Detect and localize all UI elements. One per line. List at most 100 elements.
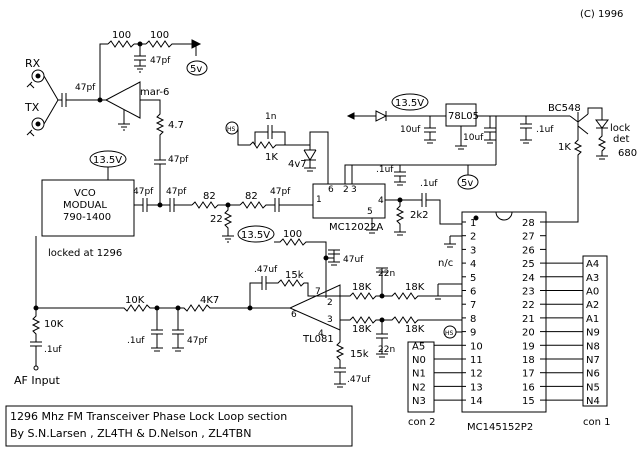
v135-op-oval xyxy=(237,225,275,243)
c-1uf-pre xyxy=(394,165,406,186)
con1-label: con 1 xyxy=(583,417,611,428)
v5-top-oval xyxy=(186,60,208,76)
r-22 xyxy=(222,205,234,243)
c-47pf-mar xyxy=(154,159,166,186)
c-22n-a-label: 22n xyxy=(378,269,395,279)
con1-pin-N5: N5 xyxy=(586,382,600,393)
pll-pin-label-28: 28 xyxy=(522,218,535,229)
pll-pin-label-21: 21 xyxy=(522,314,535,325)
vco-module xyxy=(41,179,135,237)
r-1k-q xyxy=(545,126,583,223)
bc548-transistor xyxy=(569,112,589,135)
con1-pin-N6: N6 xyxy=(586,369,600,380)
reg-input-diode xyxy=(350,110,446,122)
led-label-1: lock xyxy=(610,123,630,134)
title-line1: 1296 Mhz FM Transceiver Phase Lock Loop … xyxy=(10,410,287,423)
pll-pin2-ground xyxy=(444,235,462,248)
con2-pin-N3: N3 xyxy=(412,396,426,407)
pll-pin-label-6: 6 xyxy=(470,287,476,298)
opamp-feedback xyxy=(249,276,340,308)
c-1uf-reg xyxy=(520,116,532,144)
pll-pin-label-9: 9 xyxy=(470,328,476,339)
con2-pin-A5: A5 xyxy=(412,341,425,352)
v5-mid-label: 5v xyxy=(461,178,473,189)
pll-pin-label-20: 20 xyxy=(522,328,535,339)
c-1n xyxy=(254,125,286,145)
mc12022a-chip xyxy=(312,183,386,219)
presc-out-cap xyxy=(385,193,462,225)
con2-box xyxy=(407,341,435,413)
v135-reg-label: 13.5V xyxy=(395,98,424,109)
rx-ground xyxy=(26,81,35,89)
r-15k-b xyxy=(334,320,346,388)
r-2k2 xyxy=(394,200,406,236)
vco-line3: 790-1400 xyxy=(63,212,111,223)
mar6-ground xyxy=(118,110,130,131)
con2-pin-N2: N2 xyxy=(412,382,426,393)
af-input-label: AF Input xyxy=(14,374,61,387)
op-pin3: 3 xyxy=(327,315,333,325)
con1-pin-N8: N8 xyxy=(586,341,600,352)
presc-supply xyxy=(344,164,496,184)
con1-pin-A3: A3 xyxy=(586,273,599,284)
r-100-a-label: 100 xyxy=(112,30,131,41)
c-1uf-in-label: .1uf xyxy=(44,345,62,355)
zener-label: 4v7 xyxy=(288,159,307,170)
con2-label: con 2 xyxy=(408,417,436,428)
presc-pin2: 2 xyxy=(343,185,349,195)
pll-pin-label-2: 2 xyxy=(470,232,476,243)
af-input-terminal xyxy=(33,365,39,371)
v135-reg-oval xyxy=(391,93,429,111)
locked-label: locked at 1296 xyxy=(48,248,122,259)
pll-pin-label-11: 11 xyxy=(470,355,483,366)
loop-filter-line xyxy=(36,304,290,312)
phi-r-resistors xyxy=(340,292,462,300)
r-10k-in-label: 10K xyxy=(44,319,64,330)
v135-op-label: 13.5V xyxy=(241,230,270,241)
pll-pin-label-4: 4 xyxy=(470,259,476,270)
c-47uf-op xyxy=(326,249,340,266)
c-47uf-op-label: 47uf xyxy=(343,255,364,265)
rx-connector xyxy=(31,69,45,83)
c-47pf-top-label: 47pf xyxy=(150,56,171,66)
pll-pin-label-17: 17 xyxy=(522,369,535,380)
r-100-op xyxy=(274,238,327,298)
copyright: (C) 1996 xyxy=(580,9,623,20)
title-block xyxy=(5,405,353,447)
c-47pf-antenna-label: 47pf xyxy=(75,83,96,93)
pll-pin-label-12: 12 xyxy=(470,369,483,380)
pll-pin-label-26: 26 xyxy=(522,245,535,256)
tl081-label: TL081 xyxy=(302,334,334,345)
reg-label: 78L05 xyxy=(448,111,479,122)
zener-4v7 xyxy=(303,145,317,172)
pll-pin-label-15: 15 xyxy=(522,396,535,407)
tx-connector xyxy=(31,117,45,131)
pll-pin-label-13: 13 xyxy=(470,382,483,393)
r-4-7-label: 4.7 xyxy=(168,120,184,131)
varactor-feed xyxy=(309,131,329,184)
c-10uf-b xyxy=(476,115,570,165)
antenna-wires xyxy=(43,75,62,125)
r-82-a xyxy=(191,201,240,209)
pll-pin-label-18: 18 xyxy=(522,355,535,366)
r-1k-vc-label: 1K xyxy=(265,152,278,163)
r-1k-q-label: 1K xyxy=(558,142,571,153)
mc12022a-label: MC12022A xyxy=(329,222,383,233)
r-82-b-label: 82 xyxy=(245,191,258,202)
op-pin7: 7 xyxy=(315,287,321,297)
c-47pf-top xyxy=(134,44,146,73)
r-2k2-label: 2k2 xyxy=(410,210,429,221)
vco-output-caps xyxy=(134,198,192,212)
vco-line1: VCO xyxy=(74,188,96,199)
v5-top-label: 5v xyxy=(190,64,202,75)
nc-label: n/c xyxy=(438,258,453,269)
pll-pin-label-22: 22 xyxy=(522,300,535,311)
c-1uf-pre2-label: .1uf xyxy=(420,179,438,189)
hs-tag-1-text: HS xyxy=(227,126,236,133)
r-100-b xyxy=(145,40,196,48)
c-1uf-pre-label: .1uf xyxy=(376,165,394,175)
hs-tag-2-text: HS xyxy=(445,330,454,337)
pll-pin-label-16: 16 xyxy=(522,382,535,393)
op-pin6: 6 xyxy=(291,310,297,320)
pll-pin-label-19: 19 xyxy=(522,341,535,352)
